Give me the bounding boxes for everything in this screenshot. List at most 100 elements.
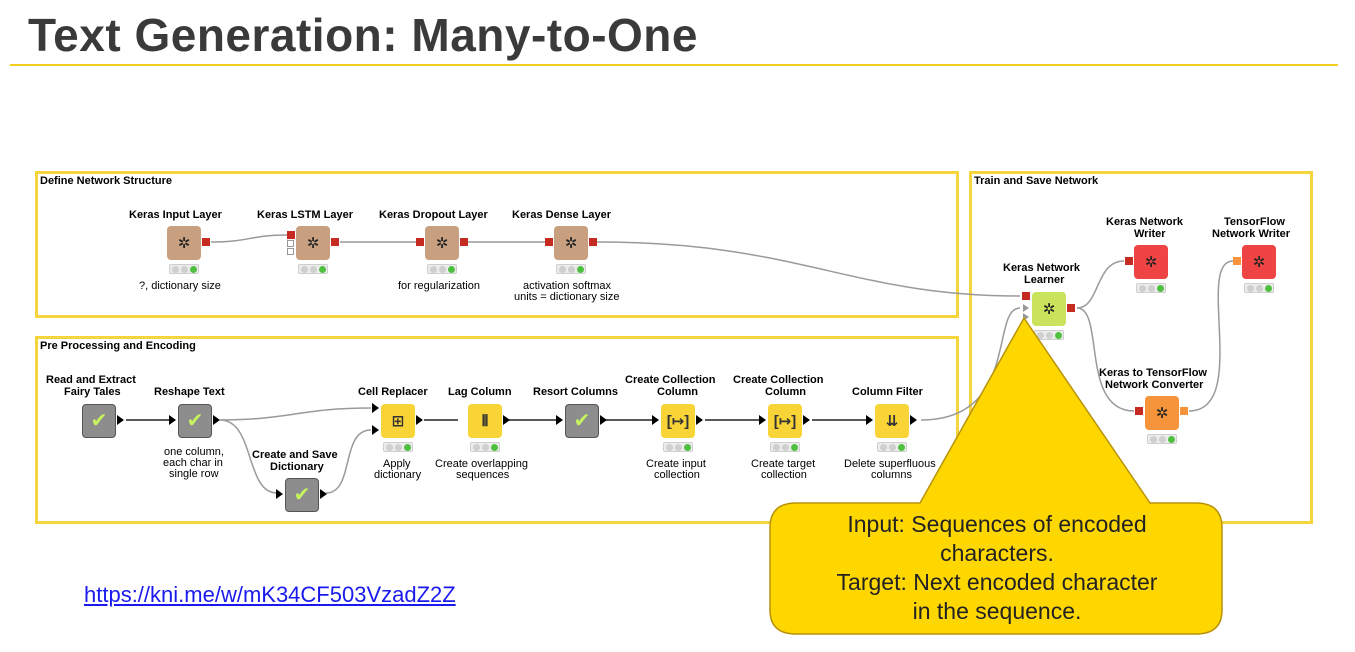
cell-replacer-node[interactable]: ⊞ [381, 404, 415, 438]
converter-in-port[interactable] [1135, 407, 1143, 415]
reshape-annotation-1: one column, [164, 446, 224, 458]
cell-replacer-out-port[interactable] [416, 415, 423, 425]
keras-dropout-in-port[interactable] [416, 238, 424, 246]
keras-dropout-node[interactable]: ✲ [425, 226, 459, 260]
collection2-in-port[interactable] [759, 415, 766, 425]
keras-lstm-node[interactable]: ✲ [296, 226, 330, 260]
conn-learner-converter [1076, 307, 1135, 412]
keras-dense-in-port[interactable] [545, 238, 553, 246]
keras-lstm-status [298, 264, 328, 274]
keras-dense-node[interactable]: ✲ [554, 226, 588, 260]
collection2-out-port[interactable] [803, 415, 810, 425]
resort-columns-out-port[interactable] [600, 415, 607, 425]
keras-writer-title-1: Keras Network [1106, 216, 1184, 228]
learner-title-2: Learner [1024, 274, 1065, 286]
checkmark-icon: ✔ [186, 410, 204, 432]
create-dict-title-1: Create and Save [252, 449, 338, 461]
keras-lstm-out-port[interactable] [331, 238, 339, 246]
collection2-annotation-1: Create target [751, 458, 816, 470]
collection1-title-1: Create Collection [625, 374, 716, 386]
title-underline [10, 64, 1338, 66]
keras-learner-node[interactable]: ✲ [1032, 292, 1066, 326]
grid-replace-icon: ⊞ [391, 412, 405, 430]
cell-replacer-status [383, 442, 413, 452]
reshape-title: Reshape Text [154, 386, 225, 398]
conn-filter-learner [920, 307, 1021, 421]
keras-dense-status [556, 264, 586, 274]
reshape-metanode[interactable]: ✔ [178, 404, 212, 438]
keras-dense-annotation-2: units = dictionary size [514, 291, 620, 303]
conn-dict-cellreplacer [325, 429, 372, 494]
collection1-in-port[interactable] [652, 415, 659, 425]
keras-dropout-out-port[interactable] [460, 238, 468, 246]
read-extract-metanode[interactable]: ✔ [82, 404, 116, 438]
read-extract-out-port[interactable] [117, 415, 124, 425]
reshape-out-port[interactable] [213, 415, 220, 425]
keras-input-out-port[interactable] [202, 238, 210, 246]
converter-node[interactable]: ✲ [1145, 396, 1179, 430]
slide-title: Text Generation: Many-to-One [28, 9, 698, 61]
cell-replacer-in-port-1[interactable] [372, 403, 379, 413]
tf-writer-in-port[interactable] [1233, 257, 1241, 265]
lag-column-status [470, 442, 500, 452]
collection1-annotation-1: Create input [646, 458, 706, 470]
keras-writer-in-port[interactable] [1125, 257, 1133, 265]
keras-writer-node[interactable]: ✲ [1134, 245, 1168, 279]
learner-in-port-validation[interactable] [1023, 313, 1029, 321]
column-filter-status [877, 442, 907, 452]
read-extract-title-1: Read and Extract [46, 374, 136, 386]
reshape-annotation-3: single row [169, 468, 219, 480]
tf-writer-title-2: Network Writer [1212, 228, 1291, 240]
lag-column-node[interactable]: ⫴ [468, 404, 502, 438]
collection1-node[interactable]: [↦] [661, 404, 695, 438]
keras-lstm-in-port[interactable] [287, 231, 295, 239]
conn-learner-kwriter [1076, 260, 1125, 309]
reshape-in-port[interactable] [169, 415, 176, 425]
network-hub-icon: ✲ [1252, 253, 1266, 271]
keras-lstm-in-port-3[interactable] [287, 248, 294, 255]
create-dict-metanode[interactable]: ✔ [285, 478, 319, 512]
checkmark-icon: ✔ [293, 484, 311, 506]
lag-bars-icon: ⫴ [481, 412, 489, 430]
network-hub-icon: ✲ [564, 234, 578, 252]
conn-dense-learner [596, 241, 1021, 297]
lag-column-title: Lag Column [448, 386, 512, 398]
conn-reshape-cellreplacer [219, 407, 372, 421]
column-filter-in-port[interactable] [866, 415, 873, 425]
column-filter-node[interactable]: ⇊ [875, 404, 909, 438]
column-filter-title: Column Filter [852, 386, 923, 398]
resort-columns-in-port[interactable] [556, 415, 563, 425]
keras-dense-out-port[interactable] [589, 238, 597, 246]
cell-replacer-title: Cell Replacer [358, 386, 428, 398]
collection1-out-port[interactable] [696, 415, 703, 425]
learner-out-port[interactable] [1067, 304, 1075, 312]
learner-in-port-network[interactable] [1022, 292, 1030, 300]
conn-converter-tfwriter [1188, 260, 1234, 412]
column-filter-out-port[interactable] [910, 415, 917, 425]
column-filter-annotation-2: columns [871, 469, 912, 481]
section-preprocessing: Pre Processing and Encoding [35, 336, 959, 524]
converter-title-1: Keras to TensorFlow [1099, 367, 1207, 379]
tf-writer-status [1244, 283, 1274, 293]
tf-writer-node[interactable]: ✲ [1242, 245, 1276, 279]
converter-out-port[interactable] [1180, 407, 1188, 415]
resort-columns-metanode[interactable]: ✔ [565, 404, 599, 438]
lag-column-out-port[interactable] [503, 415, 510, 425]
learner-title-1: Keras Network [1003, 262, 1081, 274]
collection2-title-1: Create Collection [733, 374, 824, 386]
checkmark-icon: ✔ [90, 410, 108, 432]
workflow-link[interactable]: https://kni.me/w/mK34CF503VzadZ2Z [84, 582, 456, 607]
learner-in-port-training[interactable] [1023, 304, 1029, 312]
collection2-node[interactable]: [↦] [768, 404, 802, 438]
keras-lstm-in-port-2[interactable] [287, 240, 294, 247]
section-preprocessing-label: Pre Processing and Encoding [40, 340, 196, 352]
lag-column-annotation-2: sequences [456, 469, 510, 481]
create-dict-in-port[interactable] [276, 489, 283, 499]
keras-dropout-annotation: for regularization [398, 280, 480, 292]
callout-line-3: Target: Next encoded character [836, 569, 1158, 595]
cell-replacer-in-port-2[interactable] [372, 425, 379, 435]
keras-input-node[interactable]: ✲ [167, 226, 201, 260]
create-dict-out-port[interactable] [320, 489, 327, 499]
network-hub-icon: ✲ [177, 234, 191, 252]
